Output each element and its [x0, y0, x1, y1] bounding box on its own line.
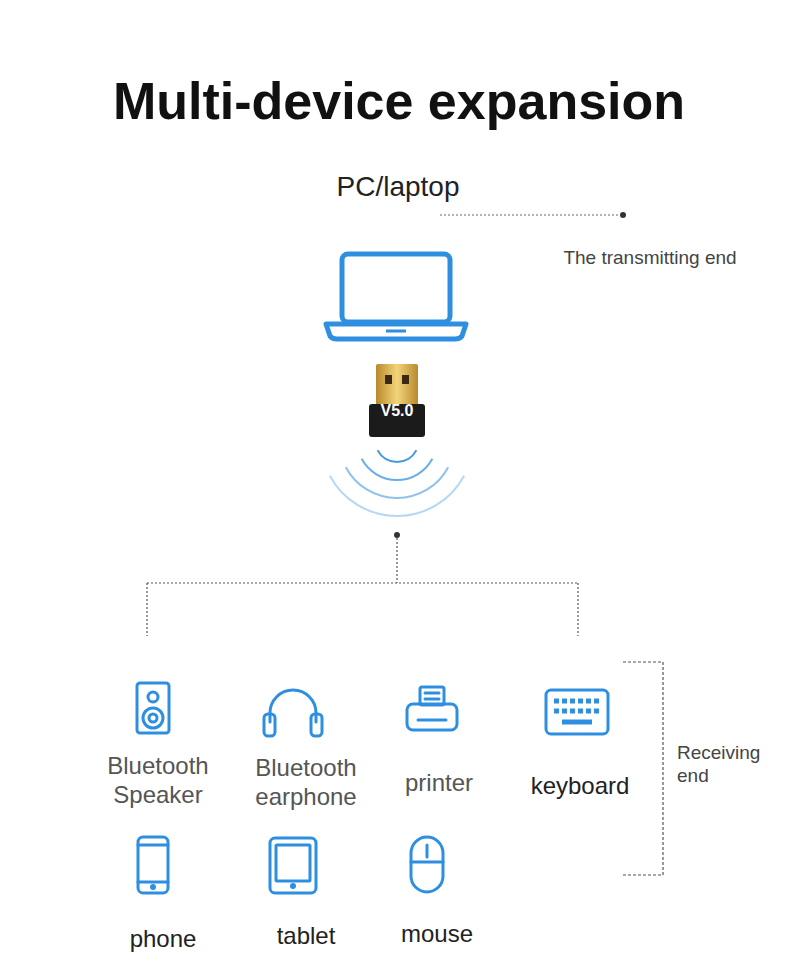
title: Multi-device expansion — [4, 70, 790, 132]
wave-arc — [362, 459, 433, 480]
wave-arc — [378, 450, 417, 462]
phone-icon — [138, 837, 168, 893]
usb-dongle — [369, 364, 425, 437]
device-label: phone — [113, 925, 213, 954]
headphone-icon — [264, 690, 322, 736]
signal-waves — [330, 450, 464, 516]
device-label: PC/laptop — [298, 170, 498, 204]
keyboard-icon — [546, 690, 608, 734]
device-label: Bluetooth earphone — [236, 754, 376, 812]
bracket — [623, 662, 663, 875]
mouse-icon — [411, 837, 443, 892]
device-label: tablet — [256, 922, 356, 951]
end-label: Receiving end — [677, 742, 781, 788]
wave-arc — [346, 467, 448, 498]
speaker-icon — [137, 683, 169, 733]
version-label: V5.0 — [369, 401, 425, 421]
tablet-icon — [270, 838, 316, 893]
device-label: printer — [384, 769, 494, 798]
leader-line — [440, 212, 626, 218]
laptop-icon — [326, 254, 466, 339]
end-label: The transmitting end — [530, 247, 770, 270]
printer-icon — [407, 687, 457, 730]
device-label: Bluetooth Speaker — [88, 752, 228, 810]
wave-arc — [330, 476, 464, 516]
device-label: keyboard — [515, 772, 645, 801]
branch-lines — [147, 532, 578, 636]
device-label: mouse — [387, 920, 487, 949]
